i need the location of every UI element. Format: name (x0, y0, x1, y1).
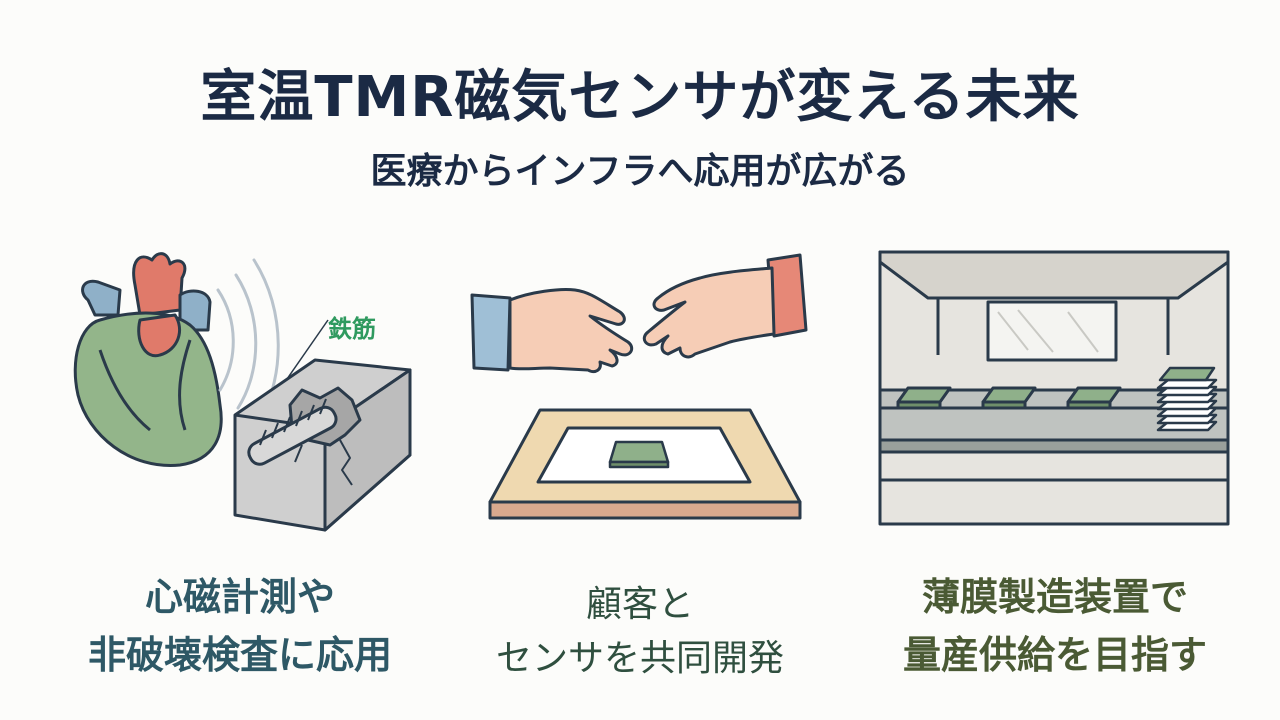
sensor-chip-icon (608, 440, 670, 469)
page-subtitle: 医療からインフラへ応用が広がる (370, 151, 910, 192)
caption-line: センサを共同開発 (495, 638, 784, 679)
caption-line: 非破壊検査に応用 (87, 633, 392, 677)
rebar-label: 鉄筋 (328, 315, 376, 343)
chip-on-conveyor-3 (1066, 386, 1122, 410)
caption-line: 心磁計測や (144, 575, 335, 619)
caption-line: 薄膜製造装置で (921, 575, 1188, 619)
hand-right-icon (642, 253, 808, 359)
caption-mass-production: 薄膜製造装置で 量産供給を目指す (860, 568, 1250, 684)
medical-infrastructure-illustration (73, 252, 412, 532)
manufacturing-illustration (878, 250, 1230, 526)
page-title: 室温TMR磁気センサが変える未来 (200, 65, 1080, 130)
caption-co-development: 顧客と センサを共同開発 (440, 578, 840, 686)
concrete-block-icon (233, 358, 412, 532)
collaboration-illustration (470, 253, 808, 520)
chip-on-conveyor-2 (981, 386, 1037, 410)
caption-medical-ndt: 心磁計測や 非破壊検査に応用 (40, 568, 440, 684)
chip-on-conveyor-1 (896, 386, 952, 410)
factory-window (986, 300, 1118, 362)
caption-line: 量産供給を目指す (902, 633, 1207, 677)
caption-line: 顧客と (585, 584, 694, 625)
hand-left-icon (470, 288, 634, 374)
factory-ceiling (878, 250, 1230, 300)
stacked-chips-icon (1156, 366, 1218, 432)
heart-icon (73, 252, 223, 467)
